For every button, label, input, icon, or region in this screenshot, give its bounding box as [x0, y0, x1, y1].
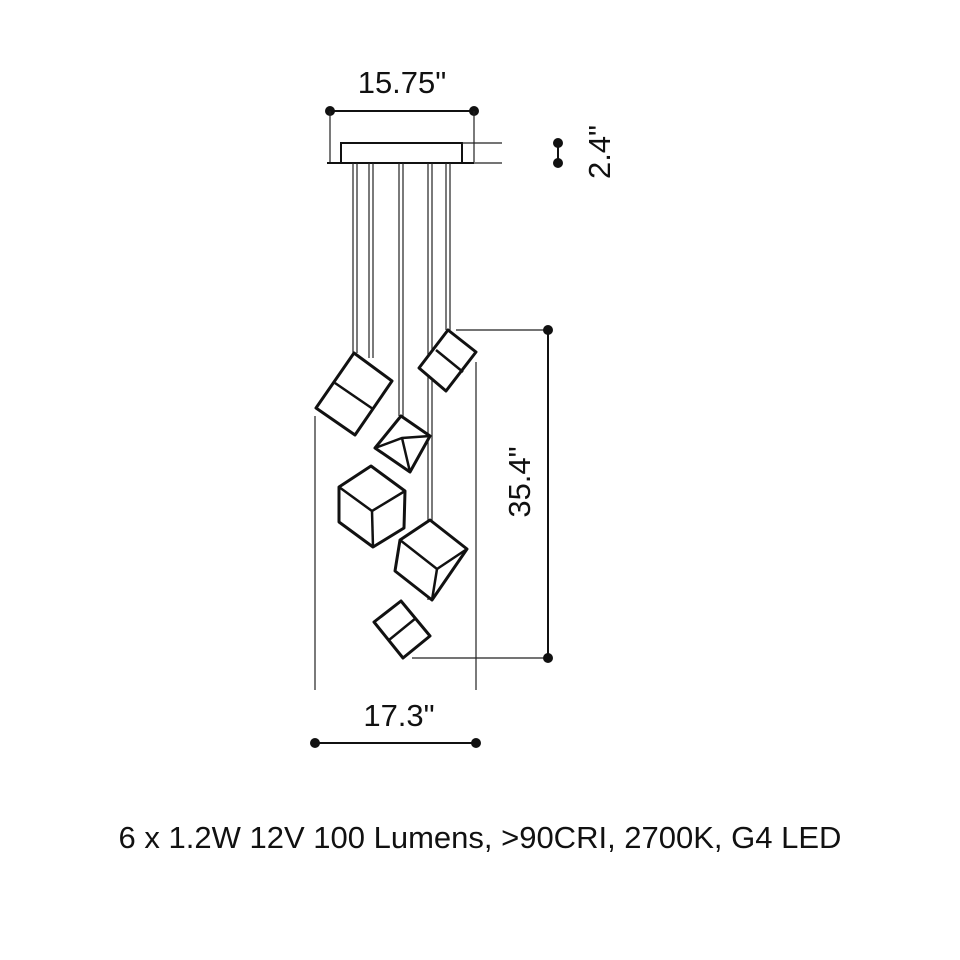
cube-edge [400, 437, 412, 473]
pendant-cube-3 [373, 414, 432, 474]
cube-edge [435, 349, 464, 373]
cube-outline [393, 518, 469, 602]
pendant-cube-6 [372, 599, 432, 660]
overall-width-endpoint-left [310, 738, 320, 748]
pendant-cube-5 [393, 518, 469, 602]
pendant-cube-2 [417, 328, 478, 393]
cube-edge [370, 510, 375, 548]
drop-height-endpoint-bottom [543, 653, 553, 663]
overall-width-endpoint-right [471, 738, 481, 748]
cube-edge [388, 617, 417, 641]
overall-width-label: 17.3" [363, 698, 434, 733]
cube-edge [334, 381, 374, 411]
canopy-height-label: 2.4" [582, 125, 617, 179]
lighting-specification: 6 x 1.2W 12V 100 Lumens, >90CRI, 2700K, … [118, 820, 842, 855]
pendant-cube-4 [337, 464, 407, 549]
pendant-cube-1 [314, 351, 394, 437]
canopy-width-label: 15.75" [358, 65, 447, 100]
cube-outline [314, 351, 394, 437]
canopy-height-endpoint-top [553, 138, 563, 148]
canopy-height-endpoint-bottom [553, 158, 563, 168]
canopy [340, 142, 463, 164]
cube-edge [430, 568, 439, 601]
drop-height-endpoint-top [543, 325, 553, 335]
drop-height-label: 35.4" [502, 446, 537, 517]
